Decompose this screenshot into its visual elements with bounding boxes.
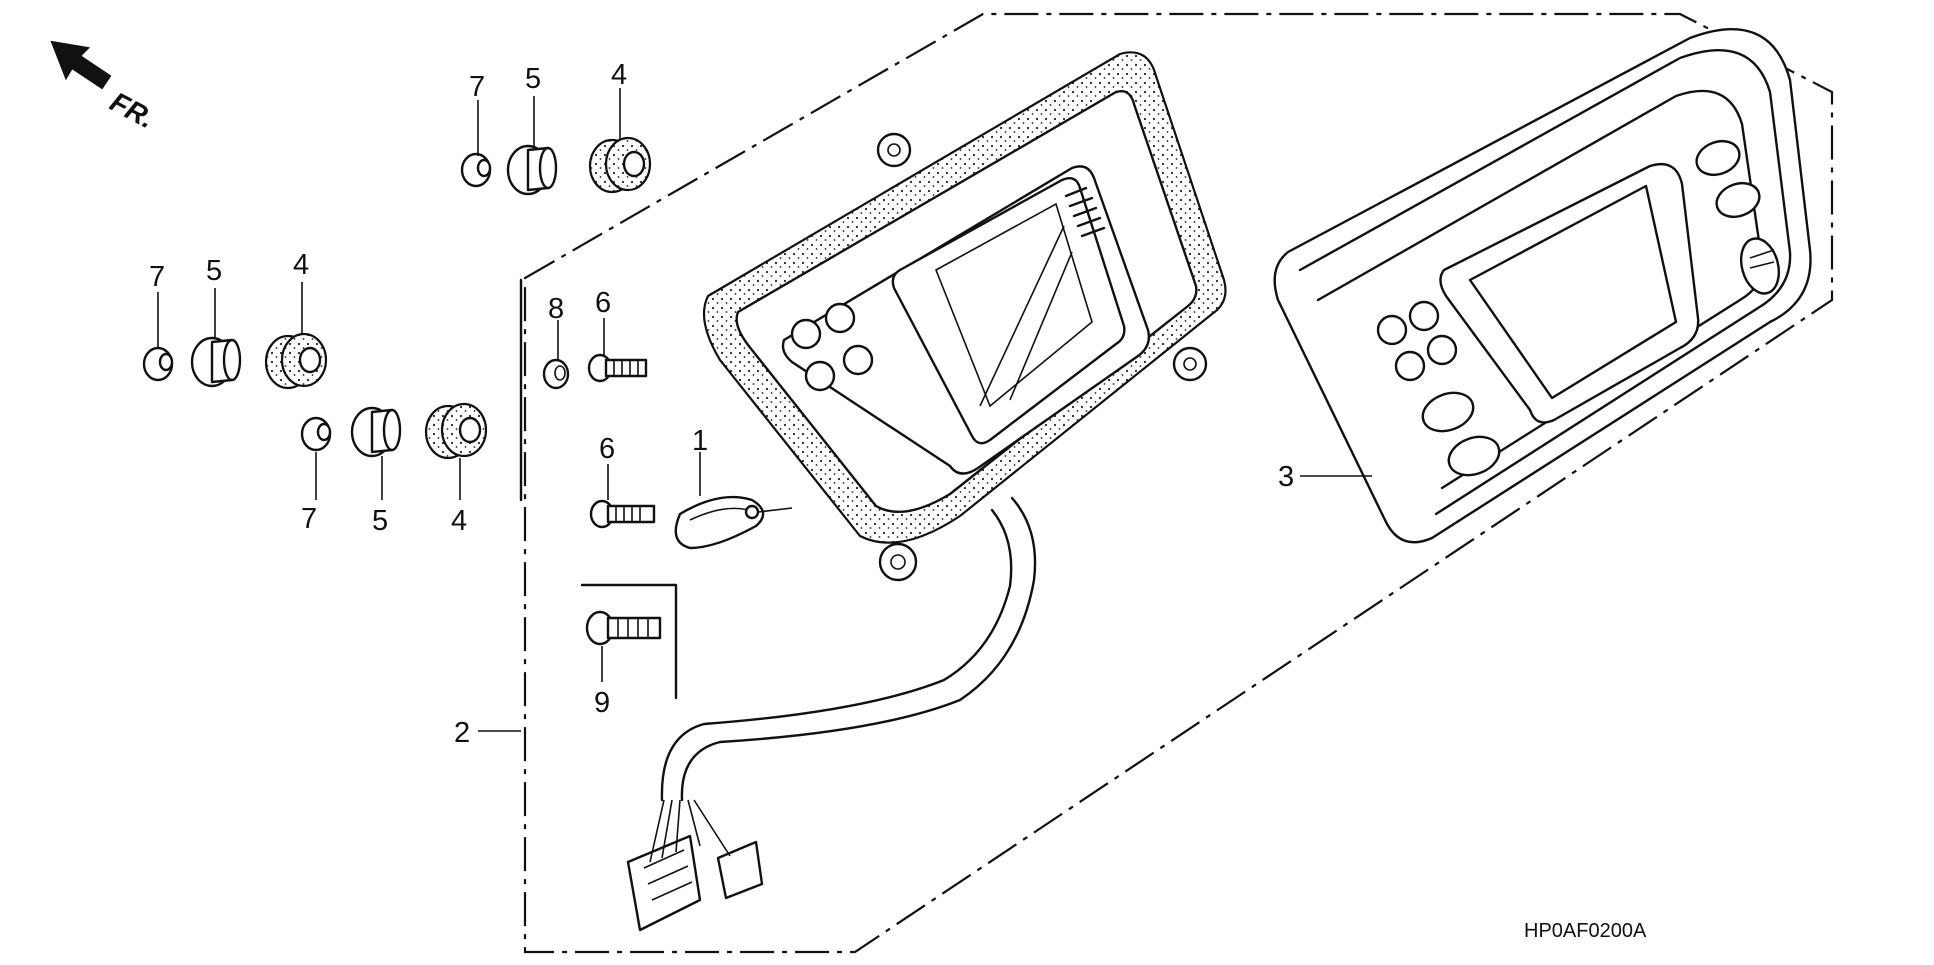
screw-part-9 — [585, 610, 662, 646]
callout-2: 2 — [454, 717, 470, 749]
front-direction-label: FR. — [105, 86, 159, 135]
grommet-set-top — [460, 136, 652, 196]
callout-4-bottom: 4 — [451, 505, 467, 537]
callout-6-lower: 6 — [599, 433, 615, 465]
assembly-boundary — [523, 12, 1834, 954]
collar-part-5 — [190, 336, 242, 388]
callout-5-bottom: 5 — [372, 505, 388, 537]
collar-part-5 — [350, 406, 402, 458]
nut-part-7 — [142, 346, 174, 382]
screw-part-6-lower — [589, 499, 656, 529]
grommet-part-4 — [588, 136, 652, 194]
nut-part-7 — [300, 416, 332, 452]
front-direction-indicator: FR. — [50, 40, 160, 135]
clamp-part-1 — [674, 495, 793, 550]
front-direction-arrow-icon — [50, 40, 112, 90]
callout-6-upper: 6 — [595, 287, 611, 319]
callout-4-top: 4 — [611, 59, 627, 91]
callout-5-top: 5 — [525, 63, 541, 95]
grommet-set-bottom — [300, 402, 488, 460]
meter-assembly-part-2 — [626, 51, 1227, 932]
washer-part-8 — [542, 358, 570, 390]
callout-3: 3 — [1278, 461, 1294, 493]
collar-part-5 — [506, 144, 558, 196]
callout-8: 8 — [548, 293, 564, 325]
screw-part-6-upper — [587, 353, 648, 383]
callout-4-middle: 4 — [293, 249, 309, 281]
callout-7-middle: 7 — [149, 261, 165, 293]
callout-1: 1 — [692, 425, 708, 457]
callout-5-middle: 5 — [206, 255, 222, 287]
grommet-part-4 — [424, 402, 488, 460]
grommet-part-4 — [264, 332, 328, 390]
callout-9: 9 — [594, 687, 610, 719]
callout-7-top: 7 — [469, 71, 485, 103]
part-9-bracket — [580, 583, 678, 700]
meter-cover-part-3 — [1273, 28, 1812, 544]
callout-7-bottom: 7 — [301, 503, 317, 535]
diagram-code: HP0AF0200A — [1524, 920, 1647, 942]
nut-part-7 — [460, 152, 492, 188]
grommet-set-middle — [142, 332, 328, 390]
